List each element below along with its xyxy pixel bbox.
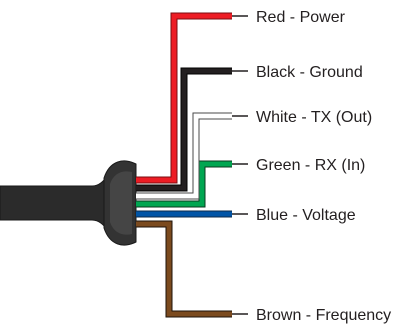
wire-black: Black - Ground	[136, 64, 363, 192]
cable-boot-highlight	[110, 171, 132, 235]
wire-brown-path	[136, 220, 232, 318]
wire-red: Red - Power	[136, 9, 346, 184]
wire-white: White - TX (Out)	[136, 109, 372, 200]
wire-white-core	[136, 113, 232, 199]
cable	[0, 160, 137, 246]
wire-brown-core	[136, 221, 232, 317]
label-white: White - TX (Out)	[256, 109, 372, 126]
label-red: Red - Power	[256, 9, 346, 26]
wire-red-core	[136, 13, 232, 183]
wire-black-core	[136, 68, 232, 191]
label-blue: Blue - Voltage	[256, 207, 356, 224]
wire-green: Green - RX (In)	[136, 157, 365, 208]
label-brown: Brown - Frequency	[256, 307, 391, 324]
wire-brown: Brown - Frequency	[136, 220, 391, 324]
label-green: Green - RX (In)	[256, 157, 365, 174]
wire-blue: Blue - Voltage	[136, 207, 356, 224]
label-black: Black - Ground	[256, 64, 363, 81]
wire-green-core	[136, 161, 232, 207]
